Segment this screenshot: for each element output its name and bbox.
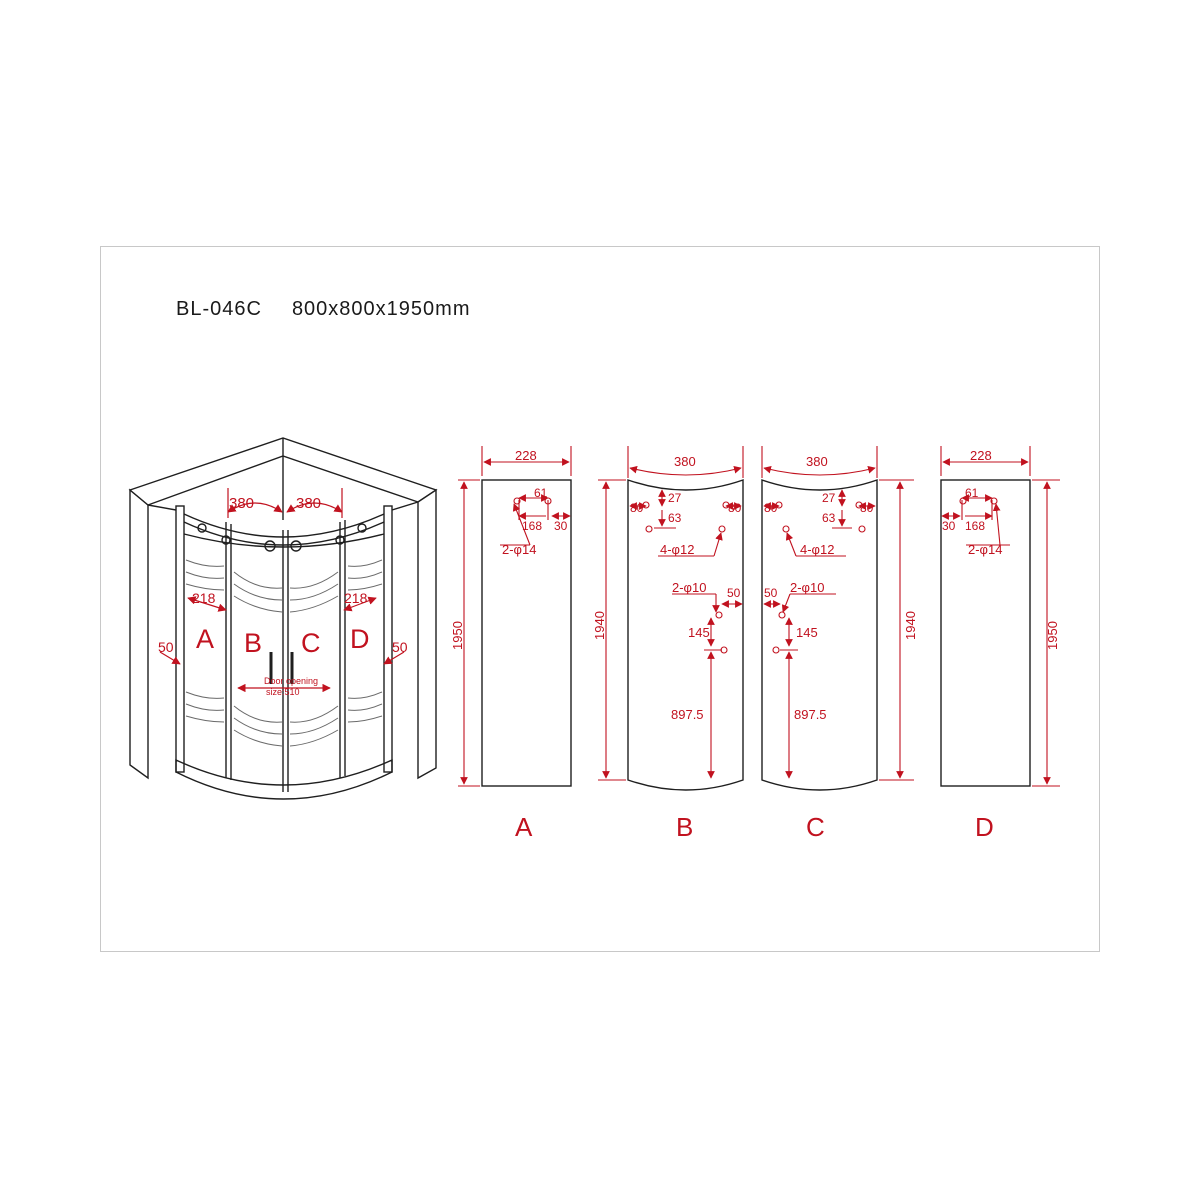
overview-letter-b: B — [244, 628, 262, 658]
panel-c-outline — [761, 479, 878, 791]
panel-a-width: 218 — [192, 590, 216, 606]
panel-a-label: A — [515, 812, 533, 842]
overall-size: 800x800x1950mm — [291, 298, 471, 320]
panel-a-hole-a: 61 — [534, 486, 548, 500]
overview-dimensions — [159, 488, 405, 693]
panel-d-outline — [940, 479, 1031, 787]
top-left-dim: 380 — [229, 495, 254, 512]
panel-d-width: 218 — [344, 590, 368, 606]
panel-d-hole-c: 30 — [942, 519, 956, 533]
left-offset: 50 — [158, 639, 174, 655]
panel-b-label: B — [676, 812, 693, 842]
panel-a-outline — [481, 479, 572, 787]
overview-labels: 380 380 218 218 50 50 A B C D Door openi… — [158, 495, 408, 697]
top-right-dim: 380 — [296, 495, 321, 512]
panel-c-handle-height: 897.5 — [794, 707, 827, 722]
panel-c-height: 1940 — [903, 611, 918, 640]
panel-d-holes: 2-φ14 — [968, 542, 1002, 557]
door-opening-label: Door opening — [264, 676, 318, 686]
panel-c-mid: 63 — [822, 511, 836, 525]
panel-b-right-edge: 80 — [728, 501, 742, 515]
panel-d-drawing: 228 1950 61 168 30 2-φ14 D — [940, 446, 1060, 842]
overview-letter-d: D — [350, 624, 370, 654]
panel-b-handle-height: 897.5 — [671, 707, 704, 722]
panel-a-width: 228 — [515, 448, 537, 463]
panel-b-mid: 63 — [668, 511, 682, 525]
panel-c-holes-top: 4-φ12 — [800, 542, 834, 557]
panel-d-width: 228 — [970, 448, 992, 463]
panel-c-holes-handle: 2-φ10 — [790, 580, 824, 595]
panel-d-label: D — [975, 812, 994, 842]
panel-c-label: C — [806, 812, 825, 842]
drawing-title: BL-046C 800x800x1950mm — [176, 298, 471, 321]
enclosure-overview — [128, 437, 438, 800]
panel-d-hole-b: 168 — [965, 519, 985, 533]
panel-b-width: 380 — [674, 454, 696, 469]
panel-b-holes-handle: 2-φ10 — [672, 580, 706, 595]
panel-b-holes-top: 4-φ12 — [660, 542, 694, 557]
door-opening-size: size:510 — [266, 687, 300, 697]
panel-a-holes: 2-φ14 — [502, 542, 536, 557]
panel-c-width: 380 — [806, 454, 828, 469]
panel-a-hole-c: 30 — [554, 519, 568, 533]
model-number: BL-046C — [176, 298, 262, 320]
panel-a-hole-b: 168 — [522, 519, 542, 533]
panel-d-height: 1950 — [1045, 621, 1060, 650]
overview-letter-a: A — [196, 624, 214, 654]
drawing-frame — [100, 246, 1100, 952]
panel-b-outline — [627, 479, 744, 791]
panel-a-height: 1950 — [450, 621, 465, 650]
panel-b-top: 27 — [668, 491, 682, 505]
overview-letter-c: C — [301, 628, 321, 658]
panel-a-drawing: 228 1950 61 168 30 2-φ14 A — [450, 446, 572, 842]
panel-c-handle-gap: 145 — [796, 625, 818, 640]
panel-b-drawing: 380 1940 80 80 27 63 4-φ12 2-φ10 50 145 … — [592, 446, 744, 842]
panel-b-left-edge: 80 — [630, 501, 644, 515]
panel-d-hole-a: 61 — [965, 486, 979, 500]
panel-b-handle-edge: 50 — [727, 586, 741, 600]
panel-c-drawing: 380 1940 80 80 27 63 4-φ12 2-φ10 50 145 … — [761, 446, 918, 842]
panel-c-handle-edge: 50 — [764, 586, 778, 600]
panel-c-right-edge: 80 — [860, 501, 874, 515]
panel-c-left-edge: 80 — [764, 501, 778, 515]
panel-c-top: 27 — [822, 491, 836, 505]
right-offset: 50 — [392, 639, 408, 655]
panel-b-handle-gap: 145 — [688, 625, 710, 640]
panel-b-height: 1940 — [592, 611, 607, 640]
